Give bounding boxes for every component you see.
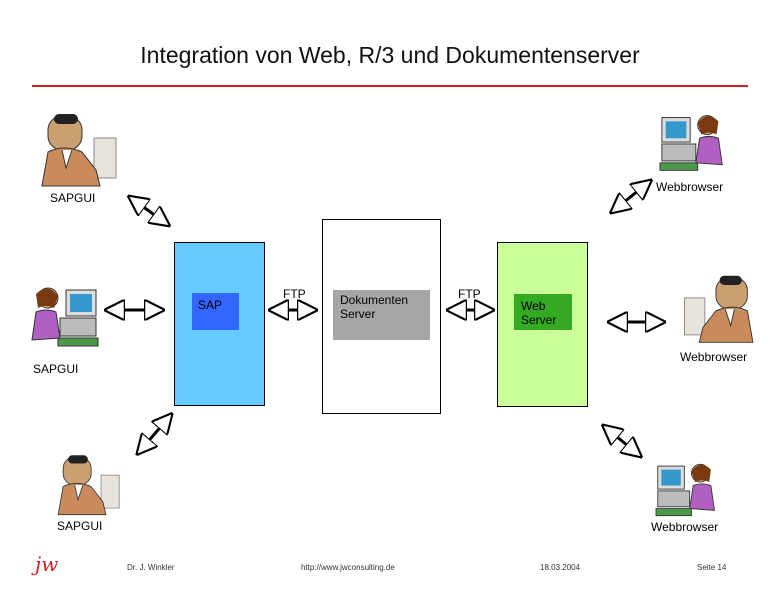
web-server-label: Web Server: [514, 294, 572, 330]
webbrowser-mid-label: Webbrowser: [680, 350, 748, 364]
web-label-line2: Server: [521, 313, 557, 327]
page-title: Integration von Web, R/3 und Dokumentens…: [140, 42, 640, 68]
user-at-computer-icon: [41, 114, 117, 187]
user-at-computer-icon: [655, 463, 715, 517]
double-arrow-icon: [605, 427, 639, 455]
double-arrow-icon: [131, 198, 167, 224]
doc-label-line1: Dokumenten: [340, 293, 409, 307]
webbrowser-top-label: Webbrowser: [656, 180, 724, 194]
user-at-computer-icon: [31, 287, 99, 347]
sap-label-text: SAP: [198, 298, 223, 312]
ftp-right-label: FTP: [458, 287, 481, 301]
sapgui-bottom-label: SAPGUI: [57, 519, 103, 533]
double-arrow-icon: [613, 182, 649, 211]
footer-date: 18.03.2004: [540, 563, 581, 572]
title-rule: [32, 85, 748, 87]
footer-author: Dr. J. Winkler: [127, 563, 175, 572]
webbrowser-bottom-label: Webbrowser: [651, 520, 719, 534]
footer-page: Seite 14: [697, 563, 727, 572]
web-label-line1: Web: [521, 299, 546, 313]
sapgui-mid-label: SAPGUI: [33, 362, 79, 376]
user-at-computer-icon: [57, 455, 120, 516]
jw-logo: jw: [35, 552, 59, 576]
doc-server-label: Dokumenten Server: [333, 290, 430, 340]
ftp-left-label: FTP: [283, 287, 306, 301]
user-at-computer-icon: [659, 115, 723, 171]
user-at-computer-icon: [684, 275, 754, 343]
double-arrow-icon: [139, 416, 170, 452]
footer-url: http://www.jwconsulting.de: [301, 563, 395, 572]
sapgui-top-label: SAPGUI: [50, 191, 96, 205]
sap-label: SAP: [192, 293, 239, 330]
doc-label-line2: Server: [340, 307, 376, 321]
